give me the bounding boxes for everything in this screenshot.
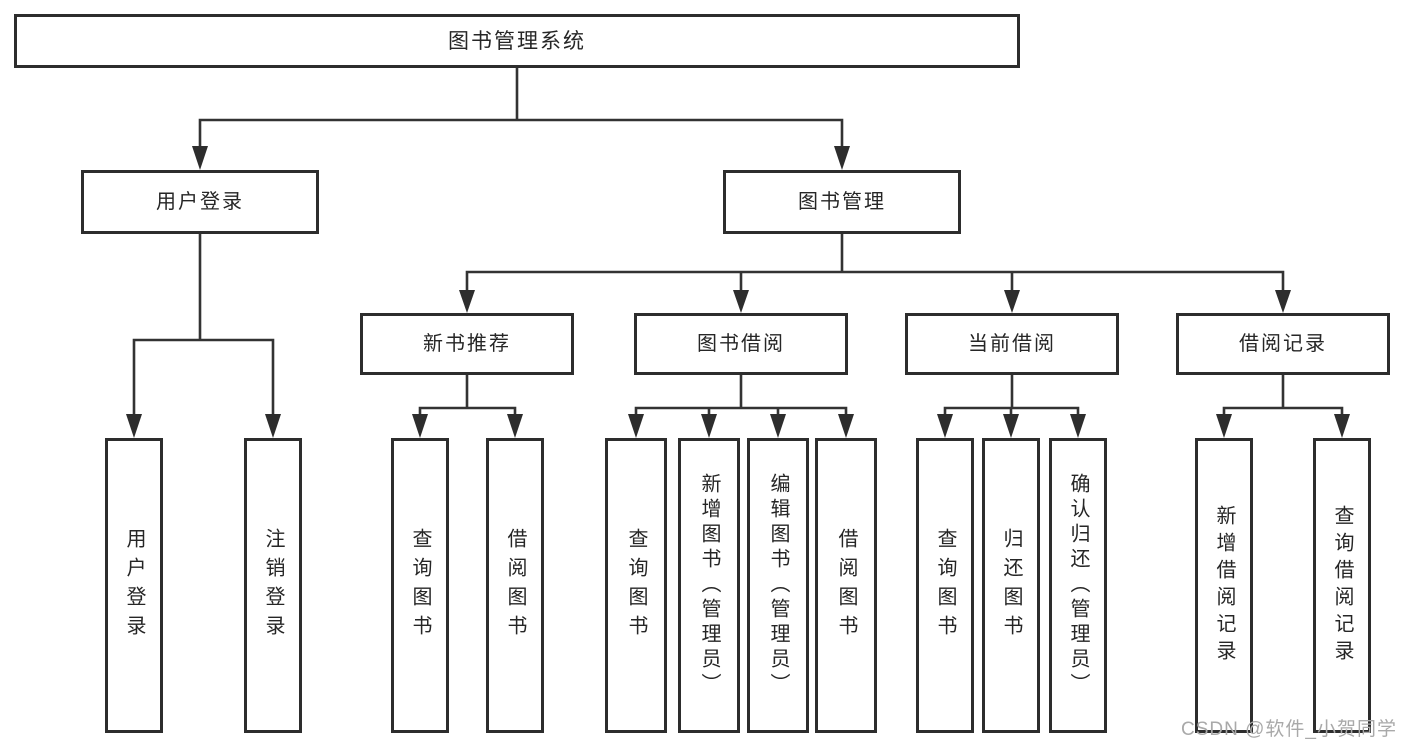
leaf-query-books-borrow: 查询图书 bbox=[605, 438, 667, 733]
node-current-borrow: 当前借阅 bbox=[905, 313, 1119, 375]
leaf-user-login: 用户登录 bbox=[105, 438, 163, 733]
leaf-confirm-return-admin: 确认归还（管理员） bbox=[1049, 438, 1107, 733]
leaf-query-books-recommend: 查询图书 bbox=[391, 438, 449, 733]
leaf-borrow-books-recommend: 借阅图书 bbox=[486, 438, 544, 733]
leaf-add-books-admin: 新增图书（管理员） bbox=[678, 438, 740, 733]
node-library-management-system: 图书管理系统 bbox=[14, 14, 1020, 68]
leaf-edit-books-admin: 编辑图书（管理员） bbox=[747, 438, 809, 733]
node-book-management: 图书管理 bbox=[723, 170, 961, 234]
leaf-add-borrow-record: 新增借阅记录 bbox=[1195, 438, 1253, 733]
node-book-borrow: 图书借阅 bbox=[634, 313, 848, 375]
node-user-login: 用户登录 bbox=[81, 170, 319, 234]
leaf-return-books: 归还图书 bbox=[982, 438, 1040, 733]
node-new-book-recommend: 新书推荐 bbox=[360, 313, 574, 375]
node-borrow-records: 借阅记录 bbox=[1176, 313, 1390, 375]
leaf-query-borrow-record: 查询借阅记录 bbox=[1313, 438, 1371, 733]
leaf-logout: 注销登录 bbox=[244, 438, 302, 733]
csdn-watermark: CSDN @软件_小贺同学 bbox=[1181, 719, 1397, 740]
leaf-borrow-books: 借阅图书 bbox=[815, 438, 877, 733]
leaf-query-books-current: 查询图书 bbox=[916, 438, 974, 733]
